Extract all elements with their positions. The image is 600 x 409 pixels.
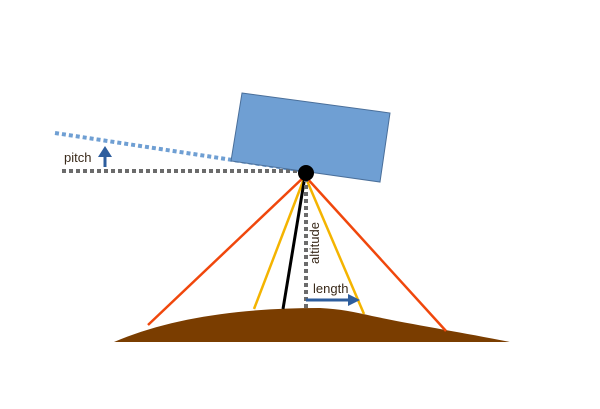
outer-ray-left bbox=[147, 175, 306, 326]
inner-ray-left bbox=[252, 175, 307, 310]
inner-ray-right bbox=[303, 175, 366, 315]
mount-pivot bbox=[298, 165, 314, 181]
pitch-arrow-icon bbox=[98, 146, 112, 167]
sensor-body bbox=[230, 92, 391, 183]
nadir-line bbox=[281, 175, 307, 310]
outer-ray-right bbox=[304, 175, 447, 332]
length-label: length bbox=[313, 281, 348, 296]
length-arrow-icon bbox=[306, 294, 360, 306]
pitch-label: pitch bbox=[64, 150, 91, 165]
ground-terrain bbox=[114, 308, 510, 342]
altitude-label: altitude bbox=[307, 222, 322, 264]
